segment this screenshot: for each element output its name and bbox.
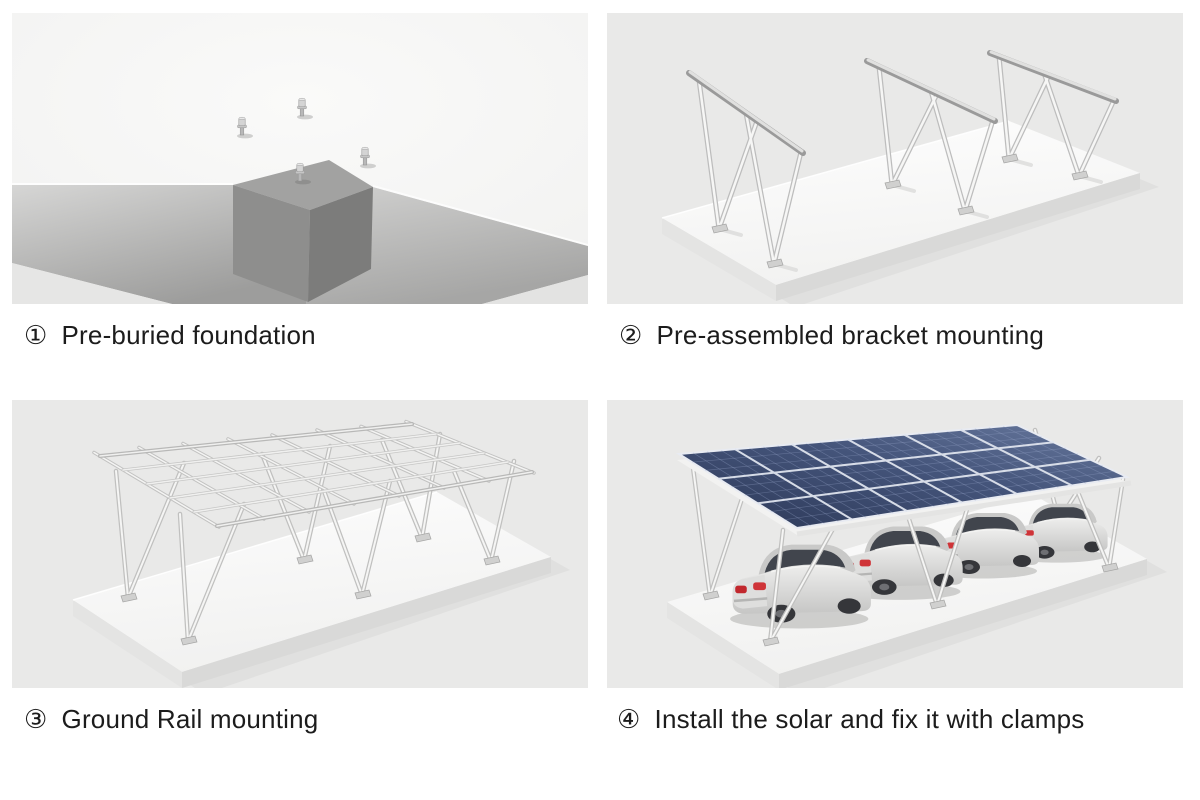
bracket-frames: [686, 50, 1119, 272]
step3-figure: [12, 400, 588, 688]
anchor-bolt: [297, 97, 313, 120]
step4-label: Install the solar and fix it with clamps: [654, 704, 1085, 734]
step-panel-1: ① Pre-buried foundation: [12, 13, 588, 352]
pit-right-wall: [306, 187, 588, 304]
pit-floor-left: [12, 263, 172, 304]
step2-label: Pre-assembled bracket mounting: [656, 320, 1045, 350]
step1-label: Pre-buried foundation: [61, 320, 316, 350]
step4-caption: ④ Install the solar and fix it with clamp…: [617, 702, 1117, 736]
support-legs-front: [762, 476, 1126, 647]
pit-floor-right: [482, 275, 588, 304]
step2-figure: [607, 13, 1183, 304]
bracket-frame: [864, 58, 998, 219]
step3-caption: ③ Ground Rail mounting: [24, 702, 588, 736]
anchor-bolt: [360, 146, 376, 169]
ground-rail-mounting-illustration: [12, 400, 588, 688]
step-panel-3: ③ Ground Rail mounting: [12, 400, 588, 736]
solar-carport-complete-illustration: [607, 400, 1183, 688]
bracket-frame: [686, 70, 806, 272]
step3-number: ③: [24, 704, 48, 734]
concrete-foundation-cube: [233, 160, 373, 302]
solar-panel-array: [675, 423, 1132, 537]
anchor-bolt: [237, 116, 253, 139]
bracket-frame: [987, 50, 1119, 184]
step1-caption: ① Pre-buried foundation: [24, 318, 588, 352]
step-panel-4: ④ Install the solar and fix it with clamp…: [607, 400, 1183, 736]
step2-number: ②: [619, 320, 643, 350]
anchor-bolt: [295, 162, 311, 185]
module-grid-lines: [718, 428, 1091, 521]
step4-figure: [607, 400, 1183, 688]
step4-number: ④: [617, 704, 641, 734]
step1-number: ①: [24, 320, 48, 350]
step3-label: Ground Rail mounting: [61, 704, 319, 734]
rail-grid: [92, 419, 536, 529]
step-panel-2: ② Pre-assembled bracket mounting: [607, 13, 1183, 352]
anchor-bolts: [237, 97, 376, 185]
step2-caption: ② Pre-assembled bracket mounting: [619, 318, 1183, 352]
pre-assembled-bracket-illustration: [607, 13, 1183, 304]
step1-figure: [12, 13, 588, 304]
pre-buried-foundation-illustration: [12, 13, 588, 304]
